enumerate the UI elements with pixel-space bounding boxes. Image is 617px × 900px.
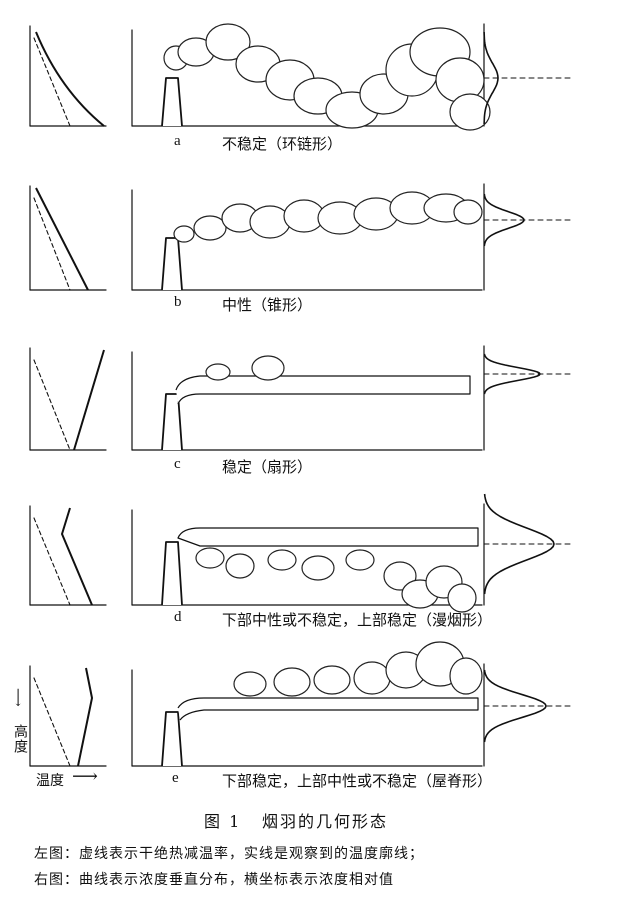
panel-c-smokestack: [161, 393, 183, 451]
panel-d-plume-puff: [345, 549, 375, 571]
figure-title: 烟羽的几何形态: [262, 812, 389, 831]
panel-e-plume-puff: [353, 661, 391, 695]
panel-c-plume-puff: [251, 355, 285, 381]
panel-d-dry-adiabatic-line: [33, 517, 71, 606]
panel-c-caption: 稳定（扇形）: [222, 458, 313, 476]
panel-c-dry-adiabatic-line: [33, 359, 71, 451]
panel-e-observed-temperature-profile: [77, 667, 93, 767]
note-left: 左图：虚线表示干绝热减温率，实线是观察到的温度廓线；: [34, 846, 424, 862]
height-axis-label: 高度: [12, 724, 28, 754]
panel-e-plume-puff: [449, 657, 483, 695]
panel-d-plume-puff: [195, 547, 225, 569]
panel-d-plume-puff: [267, 549, 297, 571]
panel-b-smokestack: [161, 237, 183, 291]
panel-e-letter: e: [172, 770, 179, 786]
height-axis-arrow: ⟶: [10, 688, 25, 707]
panel-d-plume-puff: [301, 555, 335, 581]
panel-a-caption: 不稳定（环链形）: [222, 135, 343, 153]
panel-b-caption: 中性（锥形）: [222, 296, 313, 314]
panel-d-caption: 下部中性或不稳定，上部稳定（漫烟形）: [222, 611, 493, 629]
panel-d-plume-puff: [447, 583, 477, 613]
panel-a-letter: a: [174, 133, 181, 149]
temperature-axis-label: 温度: [36, 773, 64, 789]
panel-b-dry-adiabatic-line: [33, 197, 71, 291]
panel-c-plume-puff: [205, 363, 231, 381]
panel-a-dry-adiabatic-line: [33, 37, 71, 127]
panel-d-concentration-curve: [483, 493, 555, 595]
panel-e-dry-adiabatic-line: [33, 677, 71, 767]
panel-e-smokestack: [161, 711, 183, 767]
panel-d-plume-top-band: [177, 527, 479, 547]
temperature-axis-arrow: ⟶: [72, 766, 98, 787]
panel-e-concentration-curve: [483, 669, 547, 743]
panel-e-caption: 下部稳定，上部中性或不稳定（屋脊形）: [222, 772, 493, 790]
panel-b-letter: b: [174, 294, 182, 310]
panel-e-plume-puff: [273, 667, 311, 697]
panel-c-plume-band: [175, 375, 471, 405]
panel-d-letter: d: [174, 609, 182, 625]
panel-a-plume-puff: [205, 23, 251, 61]
panel-d-plume-puff: [225, 553, 255, 579]
panel-e-plume-puff: [233, 671, 267, 697]
panel-b-observed-temperature-profile: [35, 187, 89, 291]
panel-b-plume-puff: [193, 215, 227, 241]
panel-c-observed-temperature-profile: [73, 349, 105, 451]
panel-a-smokestack: [161, 77, 183, 127]
figure-number: 图 1: [204, 812, 242, 831]
note-right: 右图：曲线表示浓度垂直分布，横坐标表示浓度相对值: [34, 872, 394, 888]
panel-b-plume-puff: [173, 225, 195, 243]
panel-b-plume-puff: [453, 199, 483, 225]
panel-a-plume-puff: [449, 93, 491, 131]
panel-d-smokestack: [161, 541, 183, 606]
panel-e-plume-puff: [313, 665, 351, 695]
panel-a-observed-temperature-profile: [35, 31, 105, 127]
panel-c-letter: c: [174, 456, 181, 472]
panel-b-plume-puff: [249, 205, 291, 239]
panel-e-plume-bottom-band: [177, 697, 479, 721]
panel-d-observed-temperature-profile: [61, 507, 93, 606]
